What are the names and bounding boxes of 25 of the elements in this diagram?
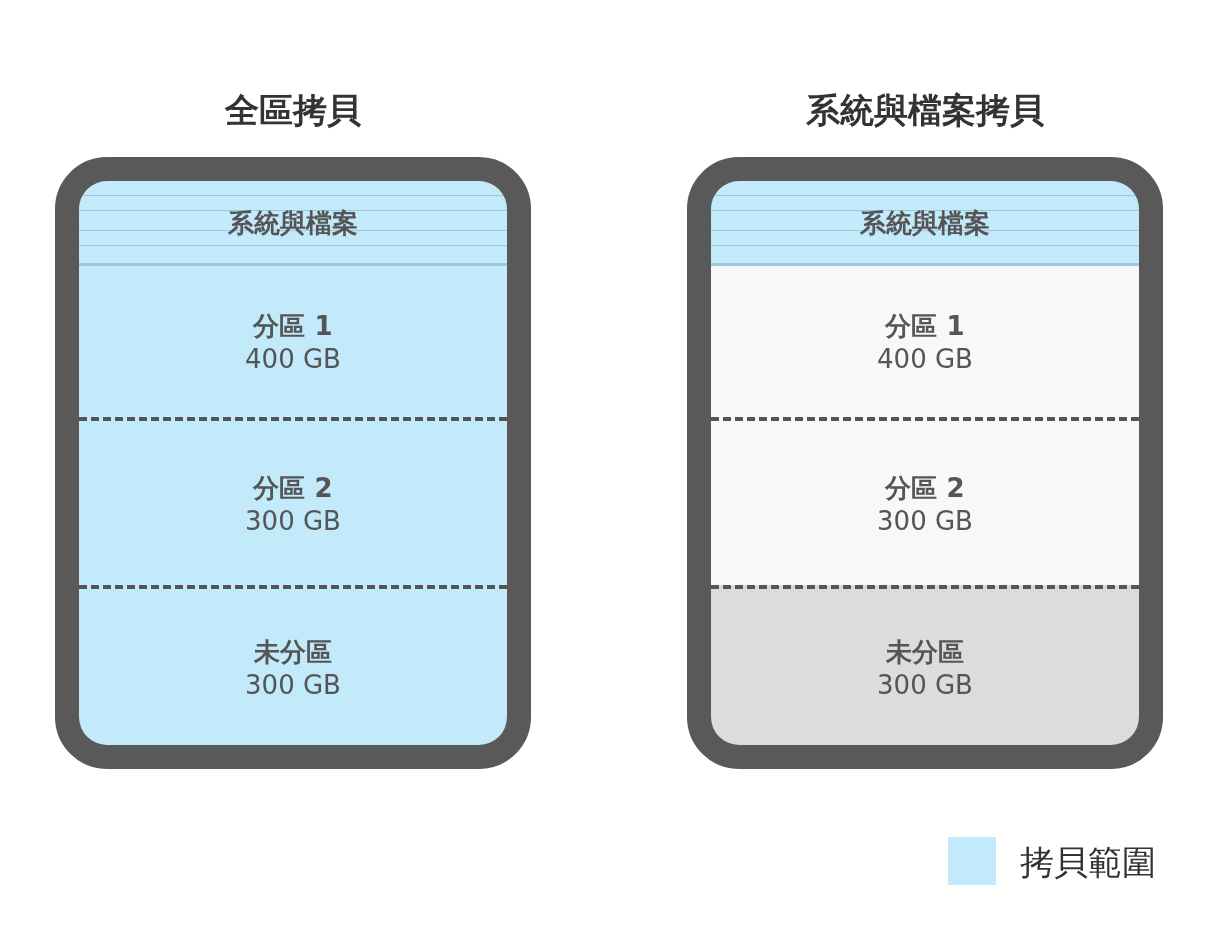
size-label: 400 GB [245, 344, 341, 374]
system-band [711, 181, 1139, 266]
size-label: 300 GB [245, 505, 341, 536]
partition-name: 分區 2 [253, 471, 333, 505]
partition-name: 系統與檔案 [860, 207, 990, 240]
size-label: 300 GB [877, 669, 973, 700]
size-label: 300 GB [877, 505, 973, 536]
partition-name: 分區 1 [885, 310, 965, 343]
partition-name: 分區 2 [885, 471, 965, 505]
partition-name: 未分區 [254, 635, 332, 669]
partition-band [711, 266, 1139, 417]
size-label: 400 GB [877, 344, 973, 374]
partition-name: 系統與檔案 [228, 207, 358, 240]
partition-band [711, 417, 1139, 585]
size-label: 300 GB [245, 669, 341, 700]
partition-name: 分區 1 [253, 310, 333, 343]
partition-name: 未分區 [886, 635, 964, 669]
system-band [79, 181, 507, 266]
drive-heading: 全區拷貝 [224, 89, 362, 132]
partition-band [79, 585, 507, 745]
legend-text: 拷貝範圍 [1020, 841, 1156, 884]
partition-band [711, 585, 1139, 745]
drive-heading: 系統與檔案拷貝 [805, 89, 1045, 132]
partition-band [79, 417, 507, 585]
partition-band [79, 266, 507, 417]
